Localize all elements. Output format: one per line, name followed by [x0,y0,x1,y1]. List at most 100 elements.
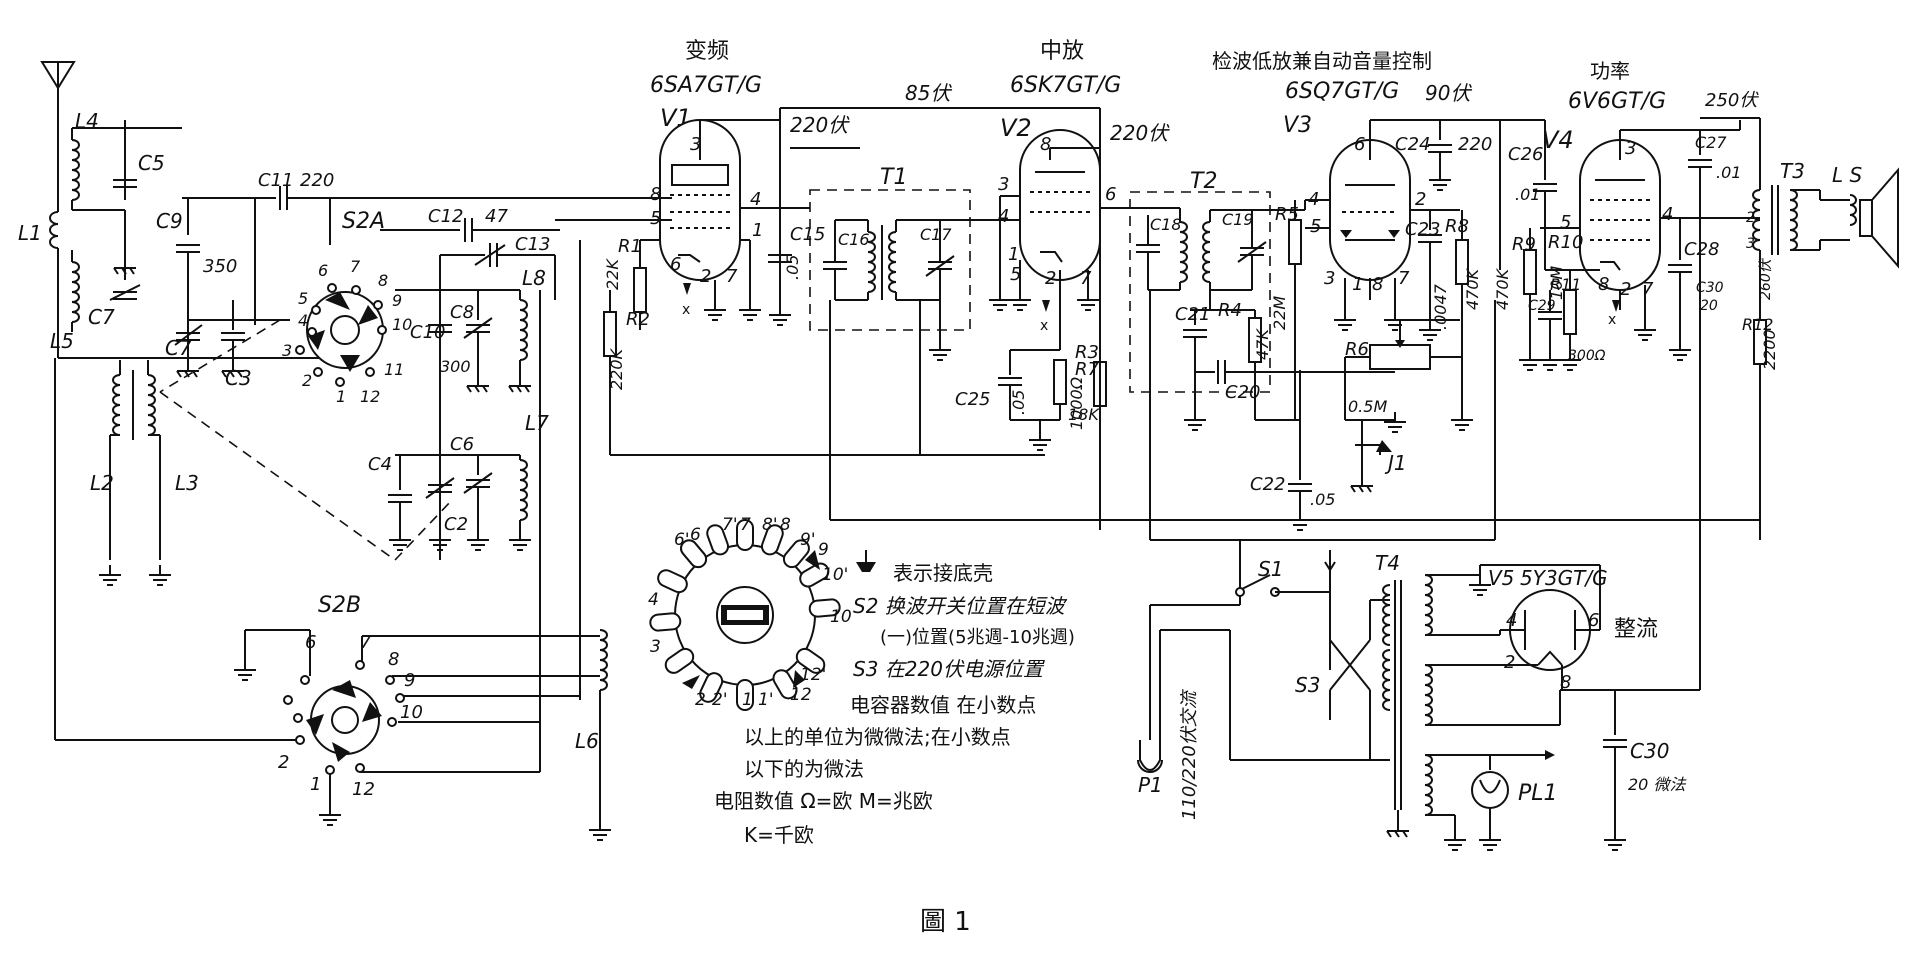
audio-network: C23 .0047 R8 470K R6 0.5M [1344,210,1482,433]
svg-text:3: 3 [1625,138,1636,159]
label-R10: R10 [1548,232,1583,253]
svg-text:9: 9 [404,670,415,691]
label-S1: S1 [1258,557,1283,581]
label-C3: C3 [225,366,252,390]
label-L2: L2 [90,471,114,495]
wafer-9: 9 [818,540,829,560]
id-V2: V2 [1000,114,1032,142]
svg-text:x: x [1040,318,1048,334]
id-V5: V5 [1488,566,1514,590]
value-c9: 350 [203,256,237,277]
label-C2: C2 [444,514,468,535]
label-J1: J1 [1384,451,1407,475]
tube-V2: 中放 6SK7GT/G V2 8 3 4 6 1 5 2 7 220伏 x [970,39,1170,350]
legend-cap1: 电容器数值 在小数点 [850,693,1036,717]
switch-S2B: S2B 6 7 8 9 10 12 1 2 [54,290,600,826]
label-C10: C10 [410,322,445,343]
legend-cap3: 以下的为微法 [744,757,864,781]
wafer-2p: 2' [712,690,728,710]
value-c25: .05 [1009,390,1028,415]
wafer-1: 1 [742,690,753,710]
legend-ground: 表示接底壳 [893,561,993,585]
svg-text:12: 12 [352,779,375,800]
output-stage-grid: C26 .01 R9 470K R10 10M R11 300Ω C29 [1493,119,1606,371]
id-V4: V4 [1542,126,1574,154]
wafer-4: 4 [648,590,659,610]
id-V3: V3 [1283,113,1312,138]
transformer-T2: T2 C18 C19 [1129,169,1306,393]
function-V5: 整流 [1614,617,1658,642]
svg-text:4: 4 [1662,204,1673,225]
label-C7: C7 [88,305,115,329]
voltage-220a: 220伏 [790,113,850,137]
wafer-12: 12 [790,685,812,705]
type-V1: 6SA7GT/G [650,73,762,98]
label-C9: C9 [156,209,183,233]
label-C24: C24 [1395,134,1430,155]
legend: 表示接底壳 S2 换波开关位置在短波 (一)位置(5兆週-10兆週) S3 在2… [714,550,1075,847]
svg-text:7: 7 [1398,268,1410,289]
label-C6: C6 [450,434,474,455]
cathode-R7-C25: C25 .05 R7 1000Ω [955,349,1100,451]
svg-text:11: 11 [384,360,404,379]
svg-text:x: x [1608,312,1616,328]
svg-text:10: 10 [400,702,423,723]
value-c15: .05 [783,255,802,280]
svg-text:5: 5 [1560,212,1571,233]
power-supply: S1 P1 110/220伏交流 S3 [1137,540,1371,820]
wafer-3: 3 [650,637,661,657]
label-S2A: S2A [342,209,385,234]
value-r3: 18K [1068,405,1100,424]
svg-text:7: 7 [1642,279,1654,300]
resistor-R5: R5 22M [1270,200,1302,420]
bus-right [1494,300,1760,691]
resistor-R3: R3 18K [1068,148,1107,530]
osc-tank-upper: C10 300 C8 L8 [395,266,546,393]
svg-text:1: 1 [1008,244,1019,265]
label-C25: C25 [955,389,990,410]
svg-text:6: 6 [670,254,681,275]
label-L5: L5 [50,329,74,353]
label-C26: C26 [1508,144,1543,165]
svg-text:6: 6 [1588,610,1599,631]
svg-text:4: 4 [1506,610,1517,631]
label-C11: C11 [258,170,293,191]
value-r2: 220K [607,347,626,390]
legend-s3: S3 在220伏电源位置 [853,657,1045,681]
switch-S2A: S2A 5 4 3 2 1 12 10 9 8 7 6 11 [282,209,412,406]
wafer-2: 2 [695,690,706,710]
svg-text:1: 1 [310,774,321,795]
svg-text:3: 3 [998,174,1009,195]
function-V1: 变频 [685,39,729,64]
value-c10: 300 [440,357,471,376]
label-C30: C30 [1696,280,1724,296]
svg-text:5: 5 [298,289,308,308]
svg-text:8: 8 [388,649,399,670]
svg-text:5: 5 [1310,216,1321,237]
label-T4: T4 [1375,551,1400,575]
label-C27: C27 [1695,133,1727,152]
value-c22: .05 [1310,490,1335,509]
label-L7: L7 [525,411,549,435]
svg-text:2: 2 [700,266,711,287]
label-S3: S3 [1295,673,1320,697]
power-transformer-T4: T4 PL1 [1370,551,1560,851]
label-C12: C12 [428,206,463,227]
value-r10: 10M [1547,266,1566,300]
svg-text:10: 10 [392,315,412,334]
antenna [40,61,76,212]
value-r8: 470K [1463,267,1482,310]
svg-text:8: 8 [378,271,388,290]
legend-res2: K=千欧 [744,823,814,847]
label-C20: C20 [1225,382,1260,403]
wafer-switch-diagram: 6' 6 7' 7 8' 8 9' 9 10' 10 12' 12 1' 1 2… [648,515,852,711]
value-r11: 300Ω [1568,348,1606,364]
svg-text:3: 3 [1746,236,1755,252]
legend-s2-2: (一)位置(5兆週-10兆週) [880,627,1075,648]
wafer-1p: 1' [758,690,774,710]
wafer-9p: 9' [800,530,816,550]
label-T1: T1 [880,165,907,190]
label-R5: R5 [1275,204,1299,225]
svg-text:1: 1 [336,387,346,406]
value-c30: 20 [1700,298,1718,314]
